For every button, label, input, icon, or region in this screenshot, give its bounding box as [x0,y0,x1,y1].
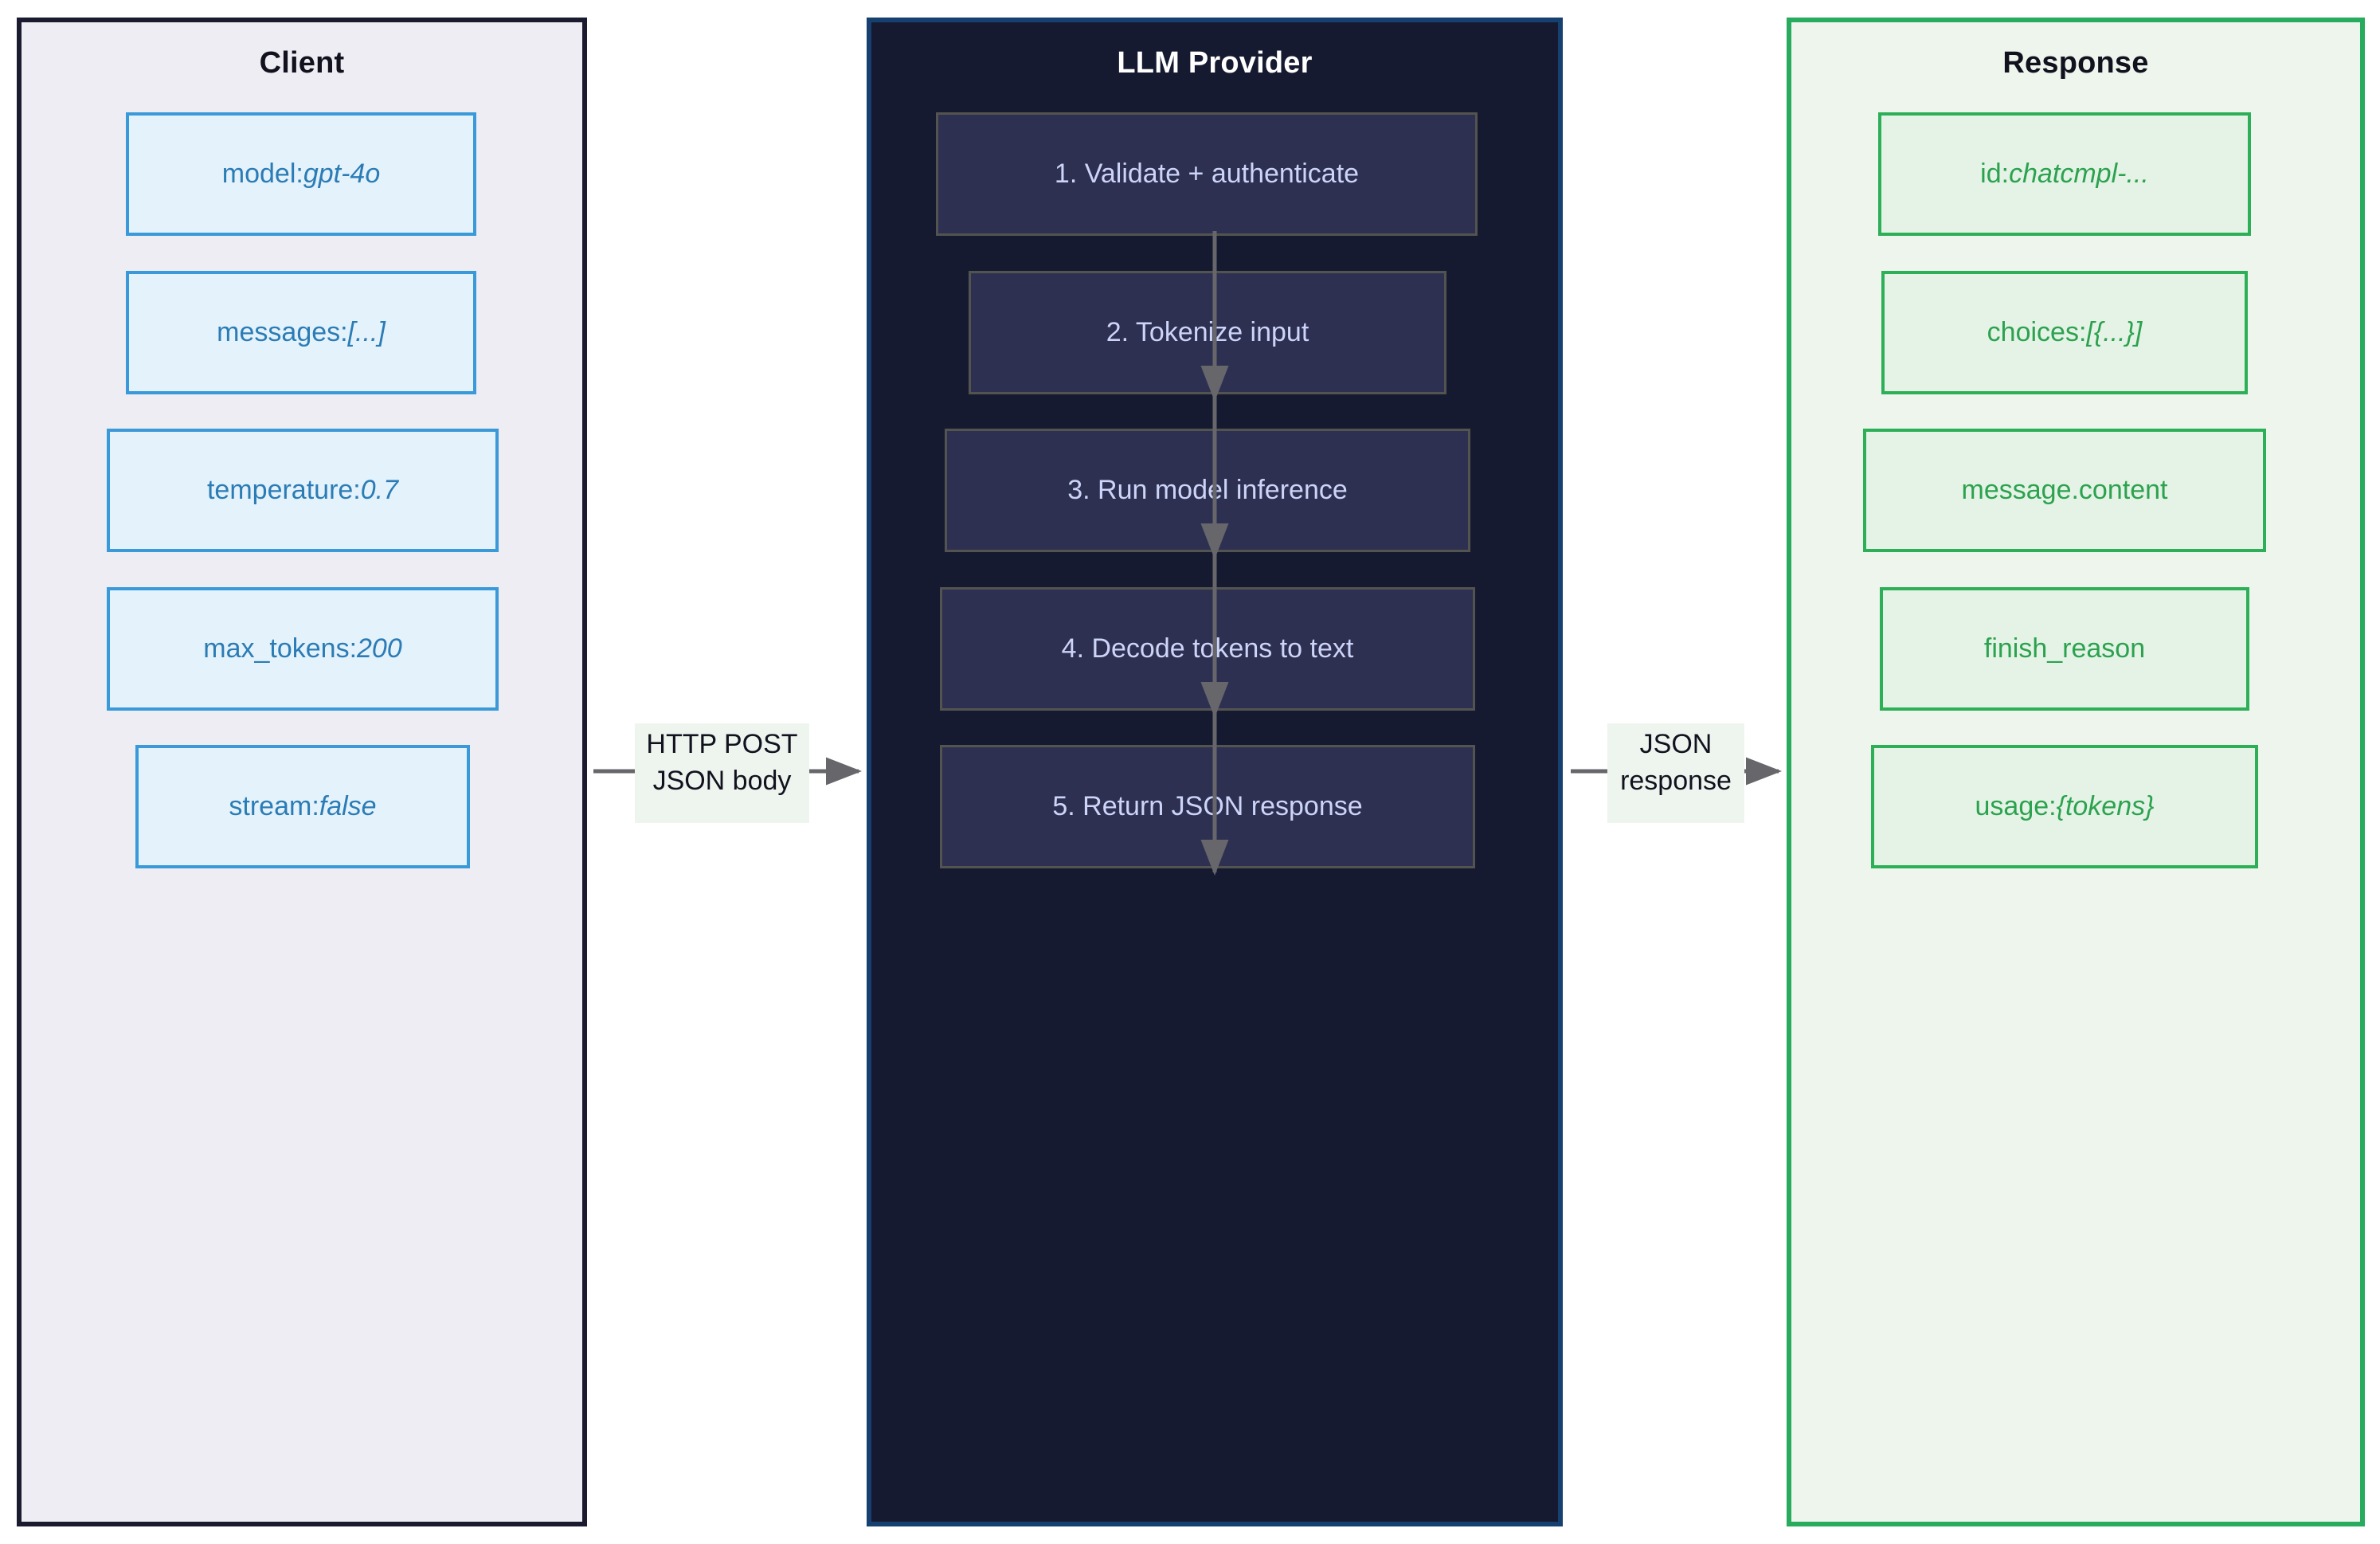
edge-label-http-post: HTTP POST JSON body [635,723,809,823]
client-field-max-tokens: max_tokens: 200 [107,587,499,711]
provider-step-5-return-json-response: 5. Return JSON response [940,745,1475,868]
client-field-model: model: gpt-4o [126,112,476,236]
client-field-model-key: model: [221,159,303,190]
llm-provider-panel: LLM Provider 1. Validate + authenticate … [867,18,1563,1526]
provider-step-1-validate-authenticate: 1. Validate + authenticate [936,112,1478,236]
client-field-model-value: gpt-4o [303,159,381,190]
response-field-usage-key: usage: [1975,791,2057,822]
client-field-stream: stream: false [135,745,470,868]
llm-provider-panel-title: LLM Provider [1117,46,1313,80]
client-field-max-tokens-key: max_tokens: [203,633,358,664]
response-field-id-key: id: [1980,159,2010,190]
provider-step-2-label: 2. Tokenize input [1106,317,1309,348]
provider-step-5-label: 5. Return JSON response [1052,791,1363,822]
provider-step-3-label: 3. Run model inference [1067,475,1348,506]
provider-step-4-decode-tokens-to-text: 4. Decode tokens to text [940,587,1475,711]
response-field-usage-value: {tokens} [2056,791,2155,822]
client-field-messages-key: messages: [217,317,348,348]
provider-step-1-label: 1. Validate + authenticate [1054,159,1360,190]
response-field-finish-reason: finish_reason [1880,587,2249,711]
response-panel-title: Response [2002,46,2149,80]
client-field-stream-key: stream: [229,791,319,822]
response-panel: Response id: chatcmpl-... choices: [{...… [1787,18,2365,1526]
client-panel-title: Client [259,46,345,80]
response-field-id: id: chatcmpl-... [1878,112,2251,236]
client-field-max-tokens-value: 200 [357,633,402,664]
client-field-temperature-key: temperature: [206,475,361,506]
response-field-choices: choices: [{...}] [1881,271,2248,394]
client-field-messages: messages: [...] [126,271,476,394]
client-field-stream-value: false [319,791,377,822]
response-field-id-value: chatcmpl-... [2009,159,2149,190]
provider-step-2-tokenize-input: 2. Tokenize input [969,271,1446,394]
client-field-temperature-value: 0.7 [360,475,399,506]
provider-step-4-label: 4. Decode tokens to text [1061,633,1354,664]
client-field-temperature: temperature: 0.7 [107,429,499,552]
provider-step-3-run-model-inference: 3. Run model inference [945,429,1470,552]
response-field-choices-value: [{...}] [2086,317,2143,348]
response-field-message-content-key: message.content [1961,475,2168,506]
response-field-choices-key: choices: [1987,317,2087,348]
client-panel: Client model: gpt-4o messages: [...] tem… [17,18,587,1526]
response-field-message-content: message.content [1863,429,2266,552]
edge-label-json-response: JSON response [1607,723,1744,823]
response-field-finish-reason-key: finish_reason [1983,633,2146,664]
client-field-messages-value: [...] [347,317,386,348]
response-field-usage: usage: {tokens} [1871,745,2258,868]
